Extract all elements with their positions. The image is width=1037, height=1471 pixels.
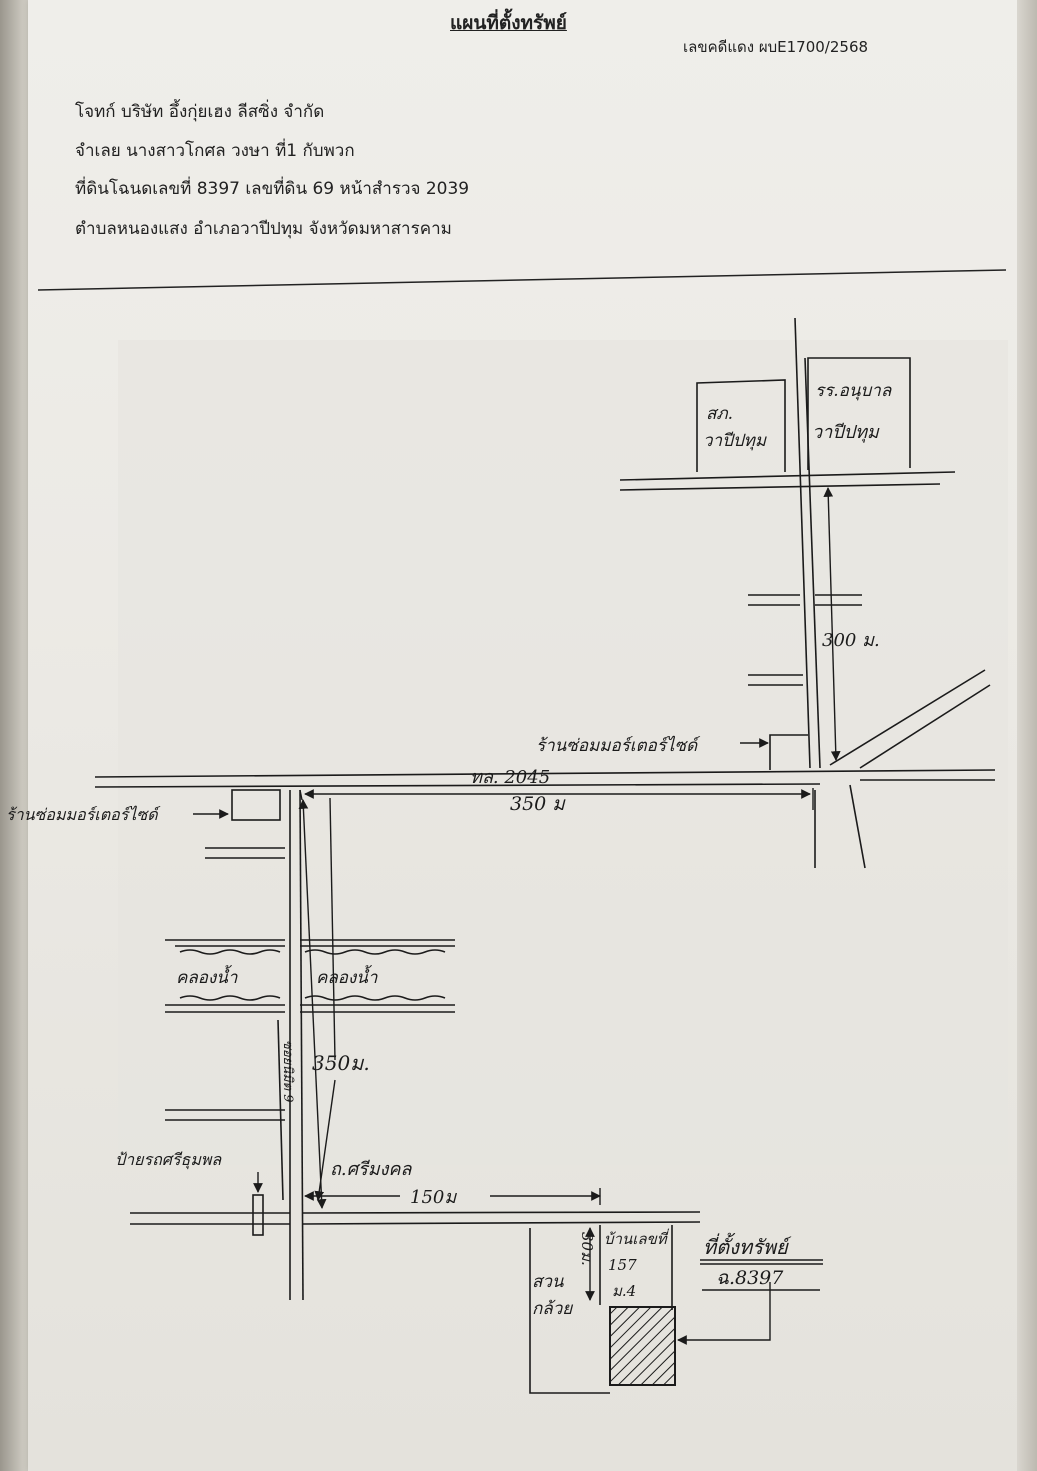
label-canal-right: คลองน้ำ xyxy=(316,964,378,988)
defendant-line: จำเลย นางสาวโกศล วงษา ที่1 กับพวก xyxy=(75,141,355,161)
label-health-center-2: วาปีปทุม xyxy=(703,431,767,451)
label-road-name: ถ.ศรีมงคล xyxy=(330,1159,412,1180)
arrow-300m xyxy=(823,487,841,761)
map-frame xyxy=(118,340,1008,1165)
top-road xyxy=(619,483,941,491)
school-box xyxy=(807,357,911,470)
label-350m-v: 350ม. xyxy=(312,1051,370,1075)
label-150m: 150ม xyxy=(410,1187,457,1208)
label-side-road: ซอยนิมิต 9 xyxy=(280,1040,295,1103)
road-stub xyxy=(849,784,866,869)
tick xyxy=(299,789,303,801)
property-plot xyxy=(609,1306,676,1386)
plaintiff-line: โจทก์ บริษัท อึ้งกุ่ยเฮง ลีสซิ่ง จำกัด xyxy=(75,102,325,122)
location-line: ตำบลหนองแสง อำเภอวาปีปทุม จังหวัดมหาสารค… xyxy=(75,219,452,239)
repair-shop-left-box xyxy=(231,789,281,821)
label-house: บ้านเลขที่ xyxy=(604,1228,670,1248)
label-deed: ฉ.8397 xyxy=(716,1267,784,1289)
bottom-road-east xyxy=(302,1211,701,1214)
deed-line: ที่ดินโฉนดเลขที่ 8397 เลขที่ดิน 69 หน้าส… xyxy=(75,179,470,199)
arrow-350m-v-line xyxy=(314,1079,336,1201)
soi-road xyxy=(277,1019,284,1201)
canal-water xyxy=(304,949,446,955)
arrow-350m-v-line xyxy=(329,797,336,1061)
label-350m-h: 350 ม xyxy=(510,793,566,815)
label-repair-shop-right: ร้านซ่อมมอร์เตอร์ไซด์ xyxy=(536,735,701,756)
label-house-no: 157 xyxy=(608,1256,637,1274)
label-30m: 30ม. xyxy=(578,1232,596,1266)
canal-water xyxy=(179,949,281,955)
case-number: เลขคดีแดง ผบE1700/2568 xyxy=(683,38,869,56)
top-road xyxy=(619,471,956,481)
header-divider xyxy=(37,269,1007,291)
label-school: รร.อนุบาล xyxy=(815,381,893,401)
label-bus-stop: ป้ายรถศรีธุมพล xyxy=(115,1150,222,1170)
banana-plot xyxy=(529,1228,610,1394)
label-banana: สวน xyxy=(532,1272,564,1292)
label-banana-2: กล้วย xyxy=(532,1299,573,1319)
bus-stop-post xyxy=(252,1194,264,1236)
label-repair-shop-left: ร้านซ่อมมอร์เตอร์ไซด์ xyxy=(6,805,161,824)
label-highway: ทล. 2045 xyxy=(470,767,550,788)
label-300m: 300 ม. xyxy=(822,630,880,651)
repair-shop-right-box xyxy=(769,734,808,770)
document-title: แผนที่ตั้งทรัพย์ xyxy=(450,12,567,34)
bottom-road-east xyxy=(302,1221,701,1225)
canal-water xyxy=(304,995,446,1001)
label-canal-left: คลองน้ำ xyxy=(176,964,238,988)
highway-top-edge xyxy=(94,769,996,778)
diagonal-road-edge xyxy=(859,684,991,769)
label-health-center: สภ. xyxy=(706,404,733,424)
north-road-west-edge xyxy=(794,317,811,769)
page-edge xyxy=(1017,0,1037,1471)
arrow-350m-v xyxy=(298,799,327,1209)
label-property: ที่ตั้งทรัพย์ xyxy=(703,1232,792,1259)
health-center-box xyxy=(696,379,786,472)
diagonal-road-edge xyxy=(829,669,986,766)
canal-water xyxy=(179,995,281,1001)
pointer-property xyxy=(677,1282,771,1345)
highway-bottom-edge xyxy=(94,783,821,788)
label-house-moo: ม.4 xyxy=(612,1282,636,1300)
label-school-2: วาปีปทุม xyxy=(812,422,880,443)
